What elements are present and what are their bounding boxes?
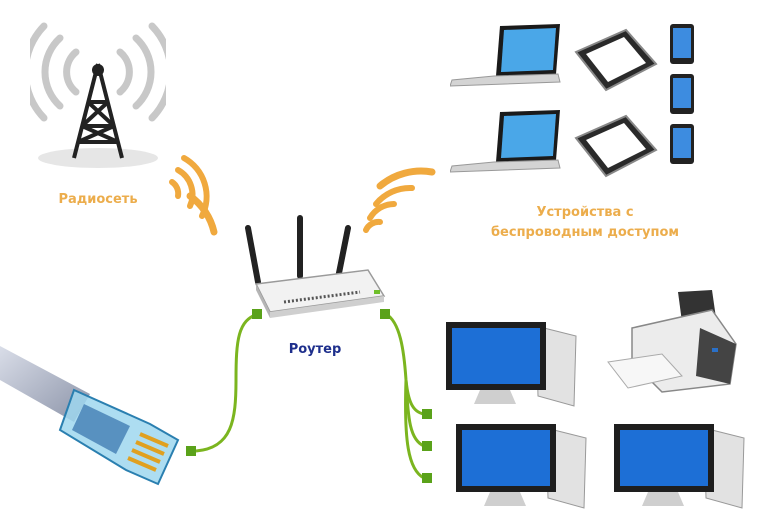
router-icon xyxy=(245,215,386,318)
router-label: Роутер xyxy=(288,342,342,357)
wireless-devices-label: Устройства с беспроводным доступом xyxy=(460,203,710,243)
connector xyxy=(422,409,432,419)
cable-to-computer-1 xyxy=(385,312,425,416)
tablet-icon xyxy=(574,28,658,92)
connector xyxy=(422,473,432,483)
signal-waves-right xyxy=(363,167,436,233)
connector xyxy=(186,446,196,456)
connector xyxy=(380,309,390,319)
cable-to-ethernet xyxy=(195,312,259,453)
ethernet-plug-icon xyxy=(0,346,180,486)
cable-to-computer-3 xyxy=(404,379,425,480)
wireless-devices-group xyxy=(450,24,694,178)
laptop-icon xyxy=(450,110,561,173)
printer-icon xyxy=(607,290,737,393)
desktop-computer-icon xyxy=(446,322,577,407)
tablet-icon xyxy=(574,114,658,178)
signal-waves-left xyxy=(169,155,218,236)
wireless-devices-label-line2: беспроводным доступом xyxy=(490,225,680,240)
desktop-computer-icon xyxy=(614,424,745,509)
desktop-computer-icon xyxy=(456,424,587,509)
smartphone-icon xyxy=(670,24,694,64)
radio-tower-icon xyxy=(30,22,166,168)
smartphone-icon xyxy=(670,74,694,114)
radio-network-label: Радиосеть xyxy=(58,192,138,207)
connector xyxy=(252,309,262,319)
wireless-devices-label-line1: Устройства с xyxy=(536,205,634,220)
connector xyxy=(422,441,432,451)
laptop-icon xyxy=(450,24,561,87)
smartphone-icon xyxy=(670,124,694,164)
